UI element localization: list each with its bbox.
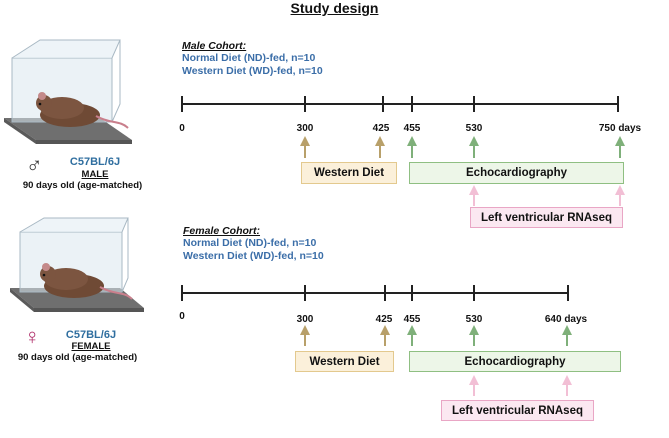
male-western-diet-box: Western Diet: [301, 162, 397, 184]
female-sex-label: FEMALE: [71, 341, 111, 352]
female-cohort-nd: Normal Diet (ND)-fed, n=10: [183, 237, 317, 249]
male-echocardiography-box: Echocardiography: [409, 162, 624, 184]
female-tick-425: 425: [375, 314, 393, 325]
female-rnaseq-box: Left ventricular RNAseq: [441, 400, 594, 421]
female-age: 90 days old (age-matched): [17, 352, 138, 363]
male-tick-455: 455: [403, 123, 421, 134]
female-tick-530: 530: [465, 314, 483, 325]
page-title: Study design: [290, 0, 379, 16]
female-cohort-wd: Western Diet (WD)-fed, n=10: [183, 250, 324, 262]
male-age: 90 days old (age-matched): [22, 180, 143, 191]
female-tick-0: 0: [179, 311, 185, 322]
male-cohort-nd: Normal Diet (ND)-fed, n=10: [182, 52, 316, 64]
female-tick-455: 455: [403, 314, 421, 325]
female-symbol-icon: ♀: [24, 324, 41, 349]
female-tick-300: 300: [296, 314, 314, 325]
male-arrows: [300, 136, 625, 206]
female-cohort-title: Female Cohort:: [183, 225, 261, 237]
female-arrows: [300, 325, 572, 396]
male-sex-label: MALE: [81, 169, 109, 180]
male-tick-750: 750 days: [598, 123, 642, 134]
male-cohort-wd: Western Diet (WD)-fed, n=10: [182, 65, 323, 77]
male-tick-300: 300: [296, 123, 314, 134]
male-strain: C57BL/6J: [69, 156, 121, 168]
male-tick-425: 425: [372, 123, 390, 134]
male-timeline: [181, 96, 619, 112]
female-western-diet-box: Western Diet: [295, 351, 394, 372]
male-tick-0: 0: [179, 123, 185, 134]
male-mouse-cage-illustration: [4, 39, 132, 144]
female-strain: C57BL/6J: [65, 329, 117, 341]
male-cohort-title: Male Cohort:: [182, 40, 247, 52]
female-timeline: [181, 285, 569, 301]
male-symbol-icon: ♂: [26, 152, 43, 177]
female-tick-640: 640 days: [544, 314, 588, 325]
female-mouse-cage-illustration: [10, 217, 144, 312]
female-echocardiography-box: Echocardiography: [409, 351, 621, 372]
male-tick-530: 530: [465, 123, 483, 134]
male-rnaseq-box: Left ventricular RNAseq: [470, 207, 623, 228]
